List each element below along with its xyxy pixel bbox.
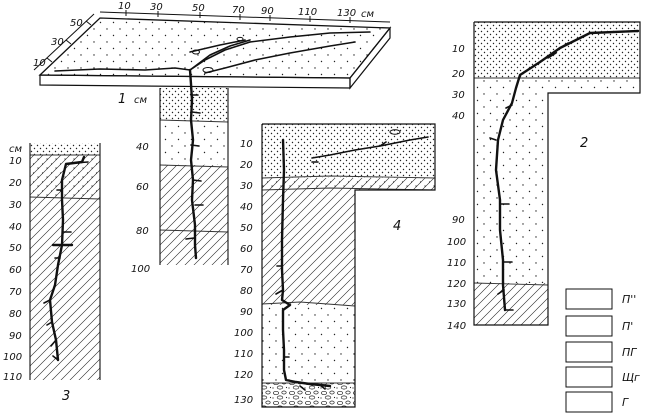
panel-2-label: 2 [580, 136, 588, 151]
legend-label-pg: ПГ [622, 346, 637, 359]
top-tick-30: 30 [150, 2, 163, 13]
legend-label-p2: П'' [622, 293, 636, 306]
panel-3-tick-80: 80 [9, 309, 22, 320]
panel-4-tick-10: 10 [240, 139, 253, 150]
panel-4-tick-50: 50 [240, 223, 253, 234]
legend-item-pg: ПГ [565, 341, 637, 363]
panel-3-tick-30: 30 [9, 200, 22, 211]
legend-item-shg: Щг [565, 366, 640, 388]
panel-2-tick-30: 30 [452, 90, 465, 101]
panel-4-tick-30: 30 [240, 181, 253, 192]
panel-1-tick-40: 40 [136, 142, 149, 153]
panel-4-tick-20: 20 [240, 160, 253, 171]
panel-3-tick-70: 70 [9, 287, 22, 298]
panel-4-tick-70: 70 [240, 265, 253, 276]
panel-3-label: 3 [62, 389, 70, 404]
top-axis: 10 30 50 70 90 110 130 см [99, 1, 391, 23]
top-tick-110: 110 [298, 7, 317, 18]
legend-label-shg: Щг [622, 371, 640, 384]
panel-1-tick-60: 60 [136, 182, 149, 193]
panel-4-tick-110: 110 [234, 349, 253, 360]
side-axis: 10 30 50 [33, 13, 95, 71]
side-tick-50: 50 [70, 18, 83, 29]
panel-3-tick-60: 60 [9, 265, 22, 276]
top-tick-90: 90 [261, 6, 274, 17]
panel-2-tick-110: 110 [447, 258, 466, 269]
panel-2: 10 20 30 40 90 100 110 120 130 140 2 [447, 21, 641, 332]
panel-2-tick-40: 40 [452, 111, 465, 122]
panel-4-tick-120: 120 [234, 370, 253, 381]
top-tick-70: 70 [232, 5, 245, 16]
panel-3-unit: см [9, 144, 22, 155]
surface-roots [54, 31, 371, 74]
panel-4-tick-40: 40 [240, 202, 253, 213]
panel-2-tick-20: 20 [452, 69, 465, 80]
block-surface [38, 17, 392, 90]
panel-4-tick-80: 80 [240, 286, 253, 297]
panel-3-tick-90: 90 [9, 331, 22, 342]
legend: П'' П' ПГ Щг Г [565, 288, 640, 413]
panel-4-label: 4 [393, 219, 401, 234]
top-tick-10: 10 [118, 1, 131, 12]
panel-2-tick-130: 130 [447, 299, 466, 310]
top-tick-130: 130 [337, 8, 356, 19]
panel-2-tick-100: 100 [447, 237, 466, 248]
panel-3-tick-40: 40 [9, 222, 22, 233]
side-tick-10: 10 [33, 58, 46, 69]
top-axis-unit: см [361, 9, 374, 20]
panel-4-tick-90: 90 [240, 307, 253, 318]
legend-label-p1: П' [622, 320, 633, 333]
panel-1: 10 30 50 70 90 110 130 см 10 30 50 [33, 1, 392, 275]
panel-1-tick-80: 80 [136, 226, 149, 237]
panel-4-tick-100: 100 [234, 328, 253, 339]
pit-1-unit: см [134, 95, 147, 106]
pit-1: см 40 60 80 100 [131, 68, 229, 275]
panel-2-tick-120: 120 [447, 279, 466, 290]
panel-2-tick-140: 140 [447, 321, 466, 332]
top-tick-50: 50 [192, 3, 205, 14]
panel-3-tick-50: 50 [9, 243, 22, 254]
panel-1-label: 1 [118, 92, 126, 107]
panel-4-tick-60: 60 [240, 244, 253, 255]
legend-item-g: Г [565, 391, 629, 413]
panel-3-tick-110: 110 [3, 372, 22, 383]
panel-4: 10 20 30 40 50 60 70 80 90 100 110 120 1… [234, 123, 436, 408]
panel-3-tick-100: 100 [3, 352, 22, 363]
panel-1-tick-100: 100 [131, 264, 150, 275]
legend-item-p1: П' [565, 315, 633, 337]
legend-item-p2: П'' [565, 288, 636, 310]
side-tick-30: 30 [51, 37, 64, 48]
panel-3-tick-10: 10 [9, 156, 22, 167]
panel-3: см 10 20 30 40 50 60 70 80 90 100 110 3 [3, 143, 101, 404]
panel-2-tick-10: 10 [452, 44, 465, 55]
panel-3-tick-20: 20 [9, 178, 22, 189]
panel-2-tick-90: 90 [452, 215, 465, 226]
legend-label-g: Г [622, 396, 629, 409]
panel-4-tick-130: 130 [234, 395, 253, 406]
